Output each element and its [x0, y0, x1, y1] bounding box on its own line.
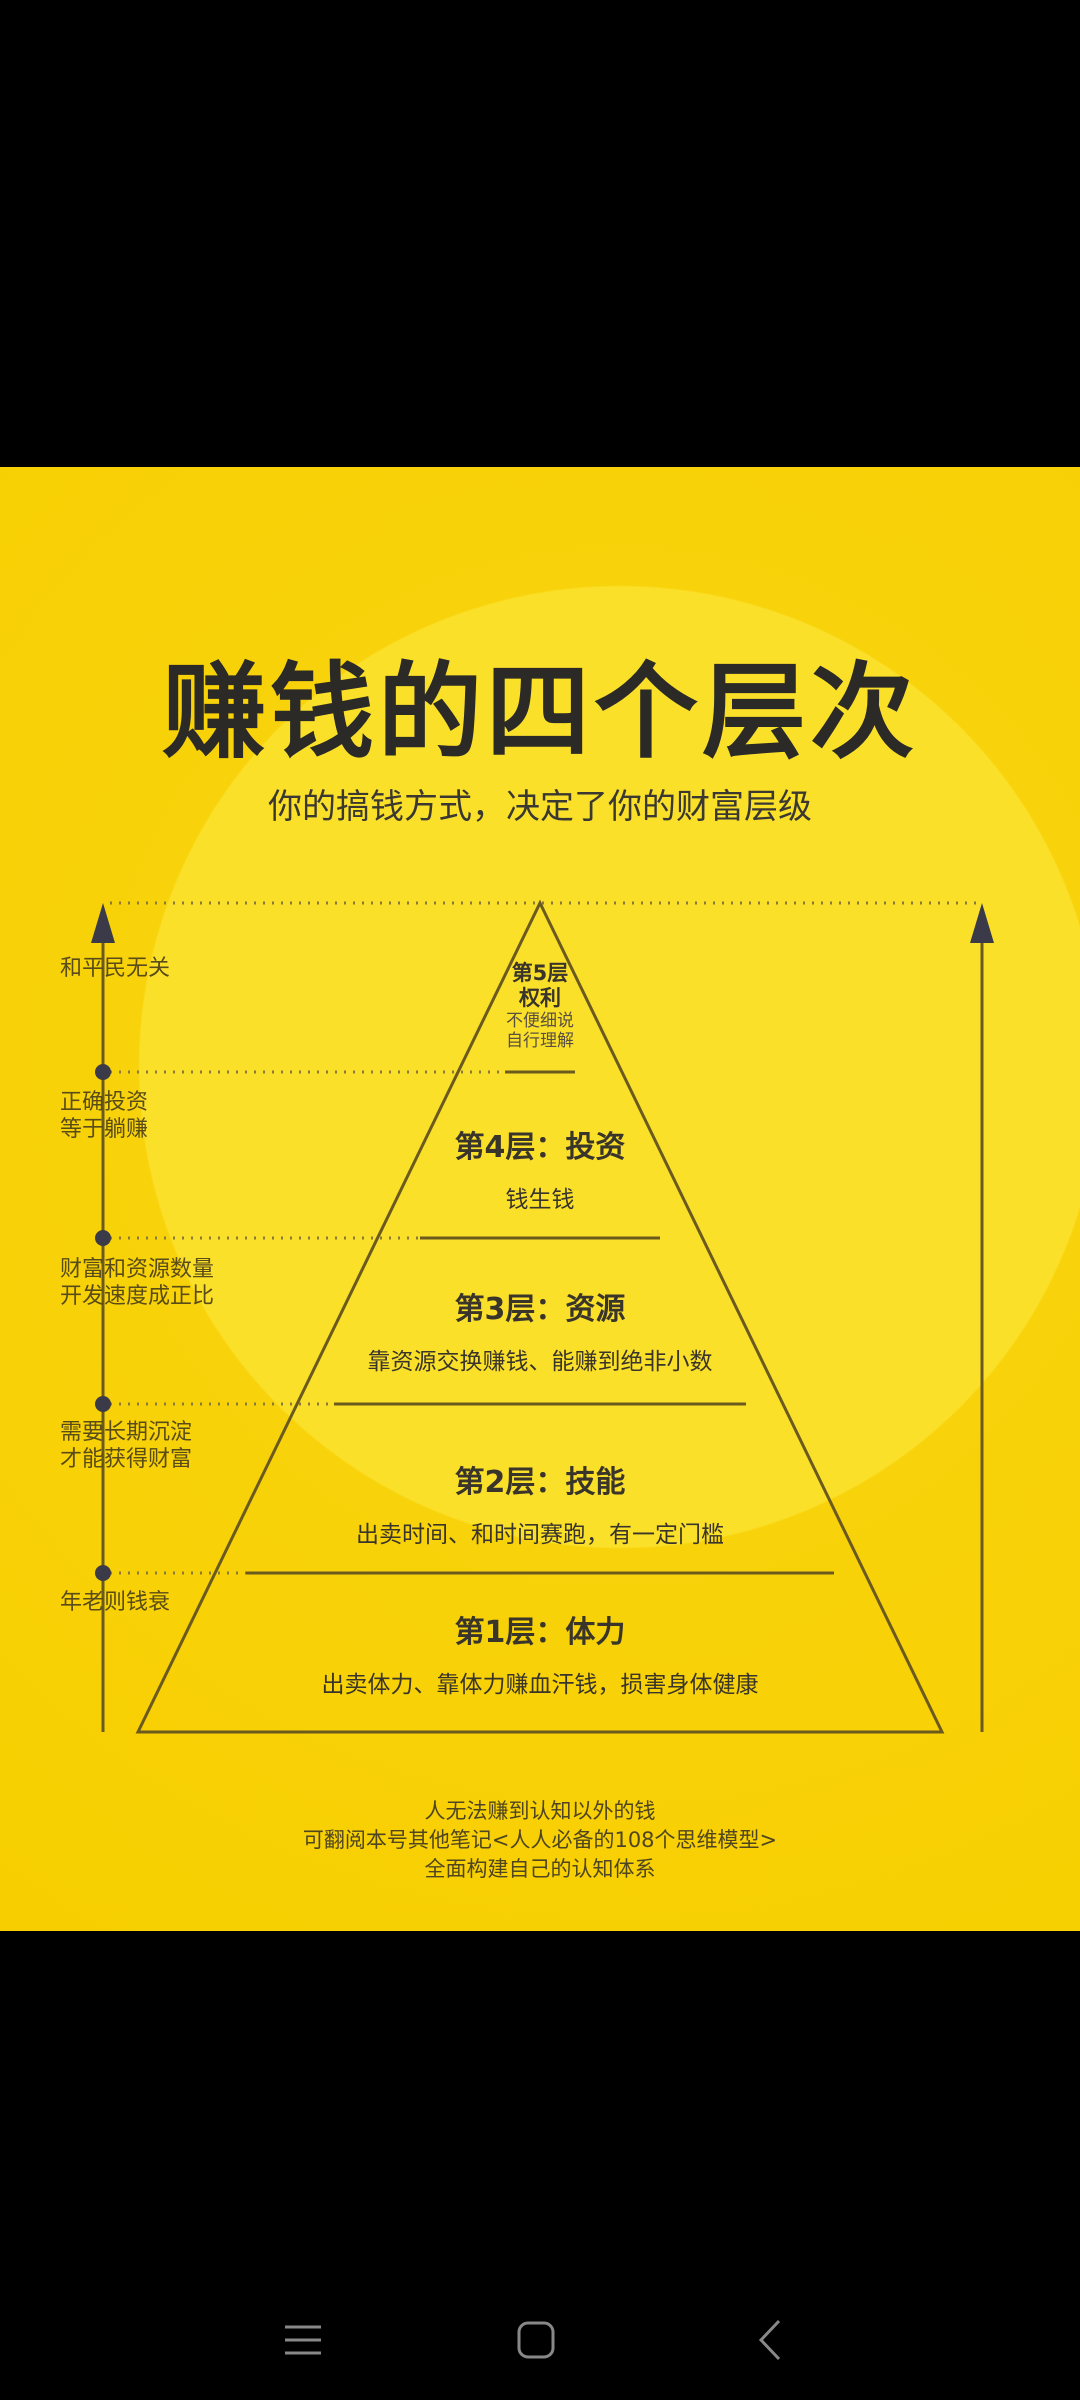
axis-dot: [95, 1064, 111, 1080]
tier-4: 第4层：投资 钱生钱: [454, 1130, 626, 1213]
tier-2: 第2层：技能 出卖时间、和时间赛跑，有一定门槛: [356, 1465, 724, 1548]
side-label: 正确投资等于躺赚: [60, 1090, 149, 1142]
menu-icon: [285, 2325, 321, 2355]
pyramid-diagram: [91, 899, 994, 1734]
poster-image: 赚钱的四个层次 你的搞钱方式，决定了你的财富层级 和平民无关 正确投: [0, 467, 1080, 1931]
axis-dot: [95, 1396, 111, 1412]
side-label: 需要长期沉淀才能获得财富: [60, 1420, 193, 1472]
home-square-icon: [517, 2321, 555, 2359]
side-label: 财富和资源数量开发速度成正比: [60, 1257, 215, 1309]
navigation-bar: [0, 2290, 1080, 2400]
right-arrow-icon: [970, 903, 994, 943]
side-label: 年老则钱衰: [60, 1590, 171, 1615]
tier-5: 第5层 权利 不便细说 自行理解: [506, 961, 574, 1051]
tier-1: 第1层：体力 出卖体力、靠体力赚血汗钱，损害身体健康: [321, 1615, 759, 1698]
guide-lines: [110, 901, 982, 1575]
back-chevron-icon: [758, 2319, 781, 2361]
left-arrow-icon: [91, 903, 115, 943]
poster-subtitle: 你的搞钱方式，决定了你的财富层级: [268, 787, 812, 827]
tier-3: 第3层：资源 靠资源交换赚钱、能赚到绝非小数: [367, 1292, 713, 1375]
poster-title: 赚钱的四个层次: [161, 651, 918, 773]
home-button[interactable]: [506, 2310, 566, 2370]
footer-text: 人无法赚到认知以外的钱 可翻阅本号其他笔记<人人必备的108个思维模型> 全面构…: [302, 1799, 778, 1881]
axis-dot: [95, 1565, 111, 1581]
pyramid-outline: [135, 899, 945, 1734]
axis-dot: [95, 1230, 111, 1246]
back-button[interactable]: [740, 2310, 800, 2370]
menu-button[interactable]: [273, 2310, 333, 2370]
side-label: 和平民无关: [60, 956, 171, 981]
